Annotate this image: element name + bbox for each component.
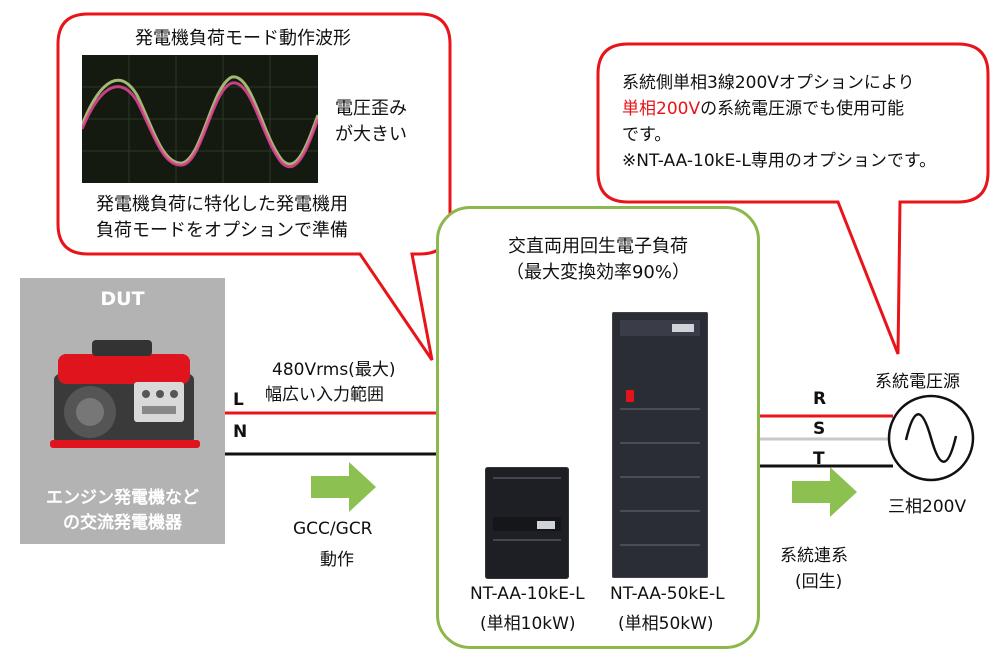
right-bubble-line-4: ※NT-AA-10kE-L専用のオプションです。 [622,151,937,171]
model-50kw: NT-AA-50kE-L [610,584,725,604]
right-bubble-line-2: 単相200Vの系統電圧源でも使用可能 [622,96,904,122]
waveform-title: 発電機負荷モード動作波形 [135,28,351,49]
phase-label-r: R [813,389,827,409]
dut-desc-line-1: エンジン発電機など [46,488,199,508]
dut-title: DUT [100,288,145,310]
grid-title: 系統電圧源 [875,372,960,392]
right-bubble-line-3: です。 [622,125,672,145]
input-range: 幅広い入力範囲 [265,385,384,405]
dut-description: エンジン発電機など の交流発電機器 [20,486,225,536]
waveform-note-1: 電圧歪み [335,98,407,119]
cabinet-50kw-image [612,312,708,578]
right-bubble-line-2-rest: の系統電圧源でも使用可能 [700,99,905,119]
waveform-scope-image [82,55,318,183]
phase-label-s: S [813,419,826,439]
dut-desc-line-2: の交流発電機器 [63,513,182,533]
phase-label-t: T [813,449,825,469]
right-arrow-icon [311,462,376,512]
grid-voltage: 三相200V [888,497,967,517]
model-10kw: NT-AA-10kE-L [470,584,585,604]
regen-label-1: 系統連系 [780,546,848,566]
right-arrow-icon [792,467,857,517]
cabinet-10kw-image [485,467,569,579]
engine-generator-icon [50,340,200,448]
load-title-1: 交直両用回生電子負荷 [508,236,688,257]
sine-wave [904,413,958,463]
load-title-2: （最大変換効率90%） [505,262,690,283]
input-voltage: 480Vrms(最大) [272,360,396,380]
model-50kw-power: (単相50kW) [618,614,714,634]
left-bubble-desc-2: 負荷モードをオプションで準備 [96,220,348,241]
line-label-l: L [233,390,244,410]
waveform-note-2: が大きい [335,124,407,145]
dut-panel: DUT エンジン発電機など の交流発電機器 [20,278,225,544]
left-bubble-desc-1: 発電機負荷に特化した発電機用 [96,194,348,215]
model-10kw-power: (単相10kW) [480,614,576,634]
regen-label-2: (回生) [795,572,843,592]
operation-label-2: 動作 [320,550,354,570]
right-bubble [596,42,990,355]
right-bubble-line-1: 系統側単相3線200Vオプションにより [622,73,915,93]
operation-label-1: GCC/GCR [293,519,373,539]
highlight-single-phase: 単相200V [622,99,701,119]
line-label-n: N [233,422,248,442]
